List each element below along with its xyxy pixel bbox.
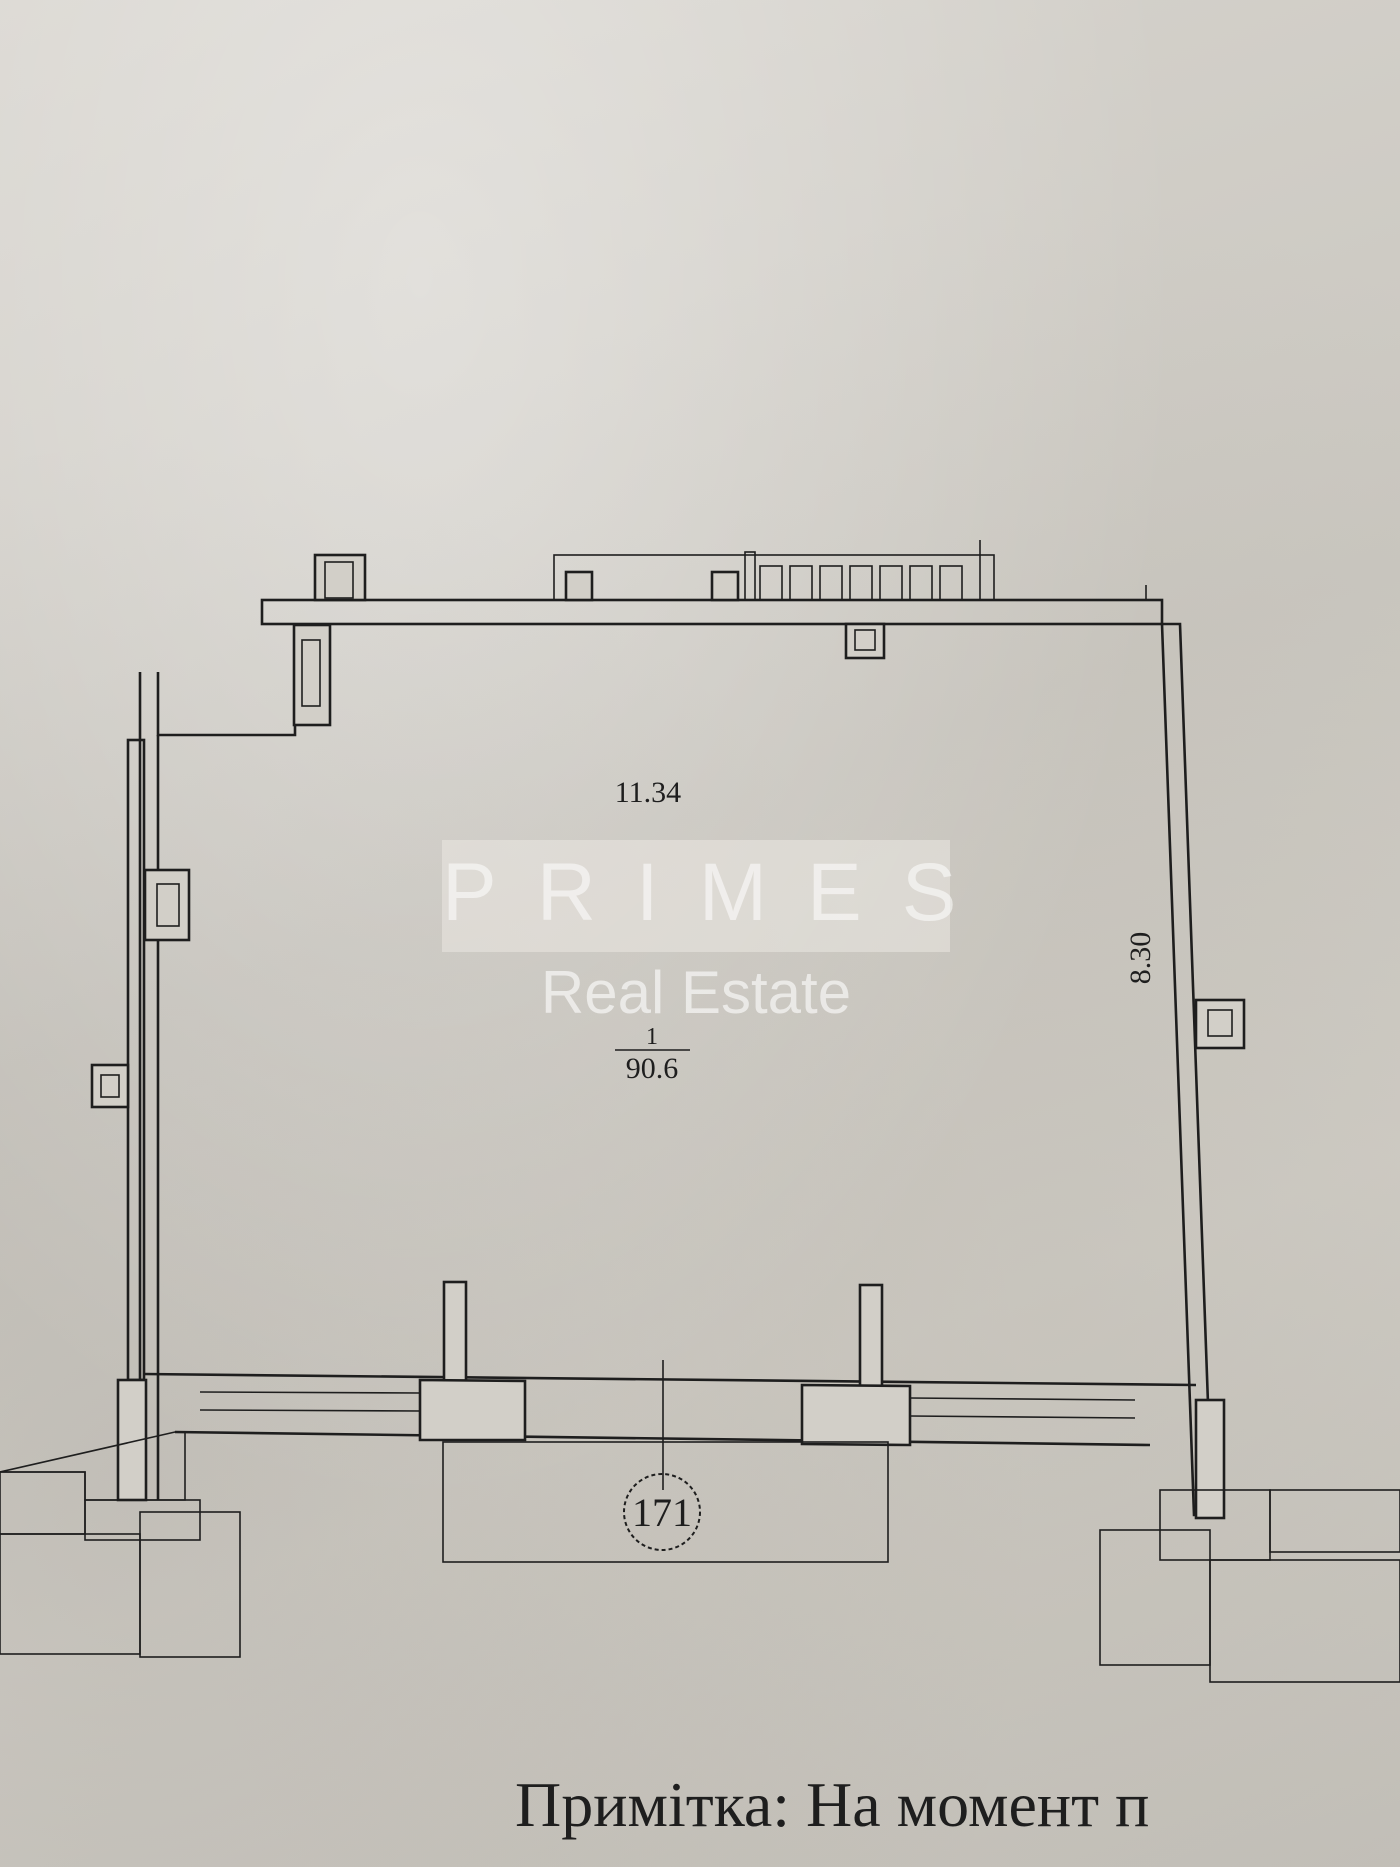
right-lower-block-b [1269,1489,1400,1553]
top-post-b [759,565,783,601]
left-lower-block-d [139,1511,241,1658]
left-column-upper-inner [156,883,180,927]
bottom-inner-wall [143,1372,1197,1387]
right-base-column [1194,1398,1226,1520]
top-post-e [849,565,873,601]
top-column-1-inner [324,561,354,599]
left-step-column-inner [301,639,321,707]
top-column-inner-right [844,622,886,660]
bottom-column-left [418,1378,527,1442]
bottom-window-left-2 [199,1409,421,1412]
top-wall [260,598,1164,626]
top-post-c [789,565,813,601]
top-column-3 [710,570,740,602]
note-text: Примітка: На момент п [515,1769,1150,1840]
right-wall [1160,622,1214,1517]
top-column-inner-right-core [854,629,876,651]
right-column [1194,998,1246,1050]
watermark-subtitle: Real Estate [540,959,852,1026]
bottom-column-right [800,1383,912,1447]
watermark-logo: PRIMES [442,847,997,938]
left-step-column [292,623,332,727]
top-post-a [744,551,756,601]
left-step-wall [156,624,297,737]
left-lower-block-b [84,1499,201,1541]
watermark: PRIMES Real Estate [442,840,997,1040]
right-lower-block-d [1209,1559,1400,1683]
room-number: 1 [646,1024,658,1050]
left-lower-block-a [0,1471,86,1535]
room-area: 90.6 [626,1052,679,1085]
top-balcony [553,554,995,601]
left-column-upper [143,868,191,942]
top-post-g [909,565,933,601]
width-dimension: 11.34 [615,776,681,809]
top-post-f [879,565,903,601]
watermark-box [442,840,950,952]
top-column-2 [564,570,594,602]
bottom-window-right-1 [909,1397,1136,1401]
unit-number: 171 [632,1490,692,1535]
top-post-h [939,565,963,601]
bottom-window-left-1 [199,1391,421,1394]
left-column-lower [90,1063,130,1109]
height-dimension: 8.30 [1124,932,1157,985]
left-lower-block-c [0,1533,141,1655]
right-lower-block-c [1099,1529,1211,1666]
right-column-inner [1207,1009,1233,1037]
bottom-window-right-2 [909,1415,1136,1419]
front-bay [442,1441,889,1563]
left-wall [126,738,146,1382]
left-base-column [116,1378,148,1502]
top-post-d [819,565,843,601]
left-column-lower-inner [100,1074,120,1098]
unit-number-circle [623,1473,701,1551]
